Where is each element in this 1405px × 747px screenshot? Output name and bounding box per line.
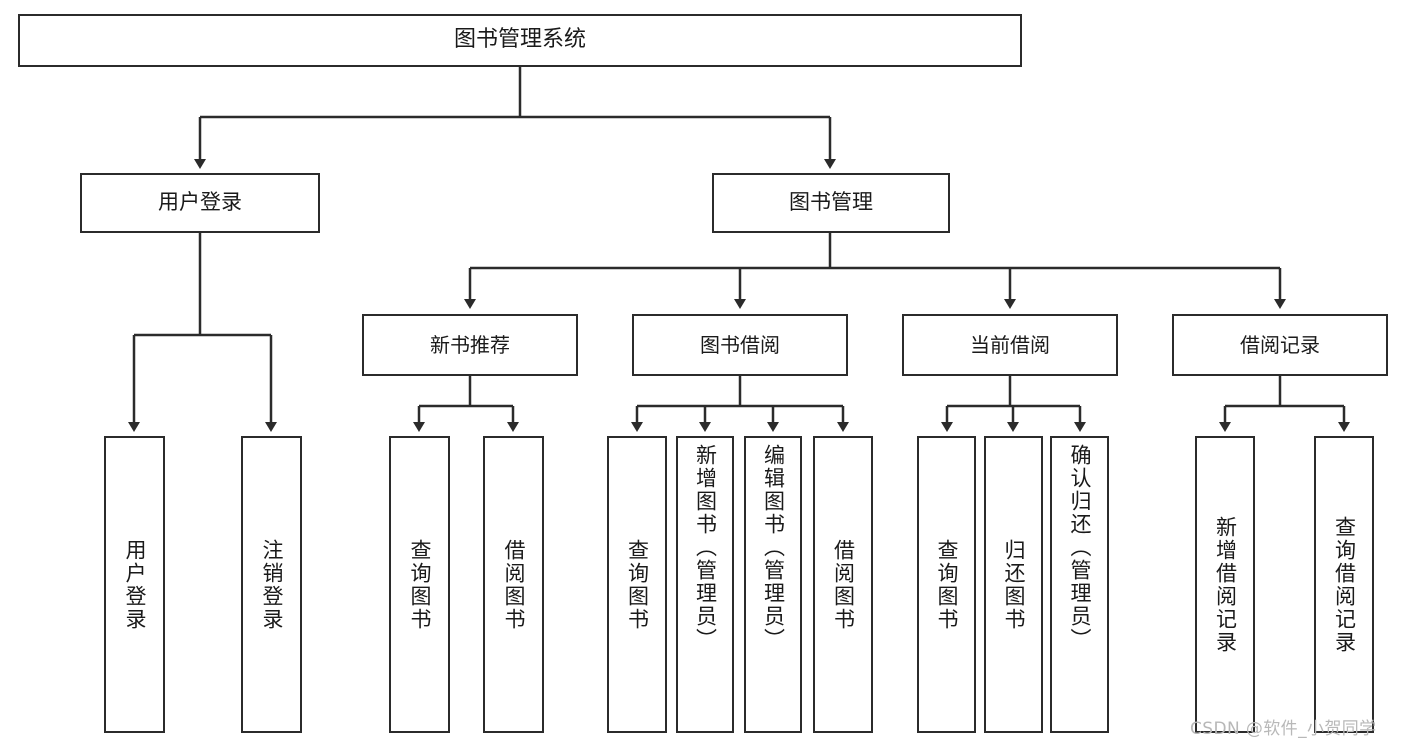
leaf-edit-book-admin-label: 编辑图书（管理员） xyxy=(761,444,786,651)
leaf-query-book[interactable]: 查询图书 xyxy=(607,436,667,733)
leaf-add-book-admin-label: 新增图书（管理员） xyxy=(693,444,718,651)
leaf-borrow-book-recommend[interactable]: 借阅图书 xyxy=(483,436,544,733)
leaf-borrow-book-recommend-label: 借阅图书 xyxy=(502,538,526,631)
leaf-edit-book-admin[interactable]: 编辑图书（管理员） xyxy=(744,436,802,733)
leaf-borrow-book[interactable]: 借阅图书 xyxy=(813,436,873,733)
node-borrow-record-label: 借阅记录 xyxy=(1240,332,1320,357)
node-book-borrow-label: 图书借阅 xyxy=(700,332,780,357)
leaf-add-book-admin[interactable]: 新增图书（管理员） xyxy=(676,436,734,733)
node-root-label: 图书管理系统 xyxy=(453,27,586,53)
leaf-borrow-book-label: 借阅图书 xyxy=(831,538,856,631)
leaf-logout[interactable]: 注销登录 xyxy=(241,436,302,733)
leaf-return-book-label: 归还图书 xyxy=(1002,538,1026,631)
leaf-logout-label: 注销登录 xyxy=(260,538,284,631)
leaf-query-borrow-record-label: 查询借阅记录 xyxy=(1332,515,1357,654)
leaf-query-book-recommend[interactable]: 查询图书 xyxy=(389,436,450,733)
node-user-login[interactable]: 用户登录 xyxy=(80,173,320,233)
node-root[interactable]: 图书管理系统 xyxy=(18,14,1022,67)
node-book-management[interactable]: 图书管理 xyxy=(712,173,950,233)
leaf-user-login[interactable]: 用户登录 xyxy=(104,436,165,733)
node-current-borrow-label: 当前借阅 xyxy=(970,332,1050,357)
node-user-login-label: 用户登录 xyxy=(158,190,242,215)
node-book-management-label: 图书管理 xyxy=(789,190,873,215)
csdn-watermark: CSDN @软件_小贺同学 xyxy=(1190,719,1377,739)
node-new-book-recommend-label: 新书推荐 xyxy=(430,332,510,357)
leaf-query-book-current-label: 查询图书 xyxy=(935,538,959,631)
leaf-return-book[interactable]: 归还图书 xyxy=(984,436,1043,733)
leaf-confirm-return-admin-label: 确认归还（管理员） xyxy=(1068,444,1092,651)
node-current-borrow[interactable]: 当前借阅 xyxy=(902,314,1118,376)
leaf-query-borrow-record[interactable]: 查询借阅记录 xyxy=(1314,436,1374,733)
leaf-confirm-return-admin[interactable]: 确认归还（管理员） xyxy=(1050,436,1109,733)
leaf-query-book-recommend-label: 查询图书 xyxy=(408,538,432,631)
leaf-query-book-label: 查询图书 xyxy=(625,538,650,631)
leaf-user-login-label: 用户登录 xyxy=(123,538,147,631)
node-new-book-recommend[interactable]: 新书推荐 xyxy=(362,314,578,376)
node-book-borrow[interactable]: 图书借阅 xyxy=(632,314,848,376)
node-borrow-record[interactable]: 借阅记录 xyxy=(1172,314,1388,376)
leaf-query-book-current[interactable]: 查询图书 xyxy=(917,436,976,733)
leaf-add-borrow-record-label: 新增借阅记录 xyxy=(1213,515,1238,654)
leaf-add-borrow-record[interactable]: 新增借阅记录 xyxy=(1195,436,1255,733)
